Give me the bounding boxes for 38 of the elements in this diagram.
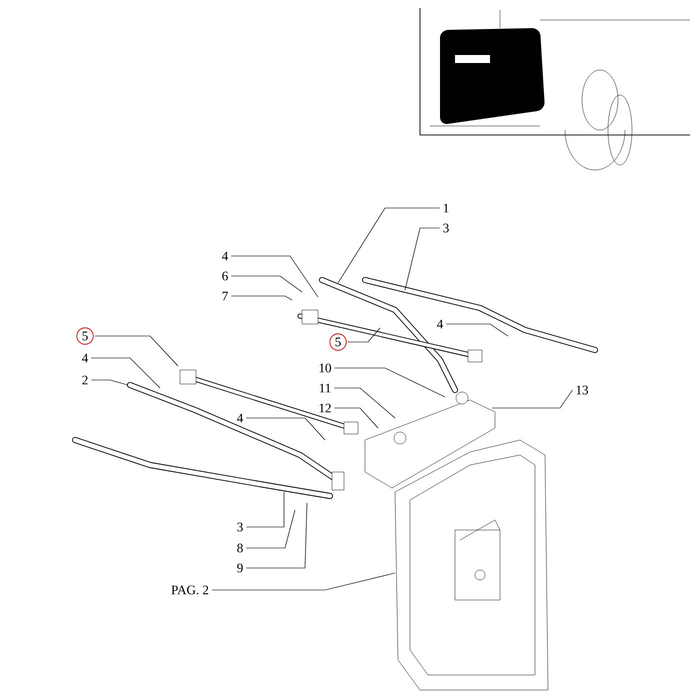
leader-line bbox=[90, 358, 160, 388]
leader-line bbox=[347, 328, 380, 342]
callout-number: 7 bbox=[222, 292, 228, 300]
leader-line bbox=[230, 256, 318, 298]
leader-line bbox=[94, 336, 178, 366]
callout-number: 2 bbox=[82, 376, 88, 384]
callout-number: 12 bbox=[320, 404, 331, 412]
leader-line bbox=[492, 390, 573, 408]
leader-line bbox=[246, 502, 308, 568]
leader-line bbox=[246, 510, 296, 548]
callout-number: 3 bbox=[237, 522, 243, 532]
leader-line bbox=[338, 208, 440, 284]
callout-number: 4 bbox=[222, 252, 228, 260]
leader-line bbox=[334, 408, 378, 428]
callout-number: 4 bbox=[237, 414, 244, 422]
leader-line bbox=[404, 228, 440, 290]
callout-number: 13 bbox=[576, 386, 588, 394]
callout-number: 10 bbox=[320, 364, 332, 372]
callout-number: 8 bbox=[237, 544, 243, 552]
leader-line bbox=[246, 492, 284, 528]
leader-line bbox=[446, 324, 508, 336]
leader-line bbox=[230, 276, 302, 292]
callout-number: 9 bbox=[237, 564, 243, 572]
leader-line bbox=[334, 388, 396, 418]
circled-callout-number: 5 bbox=[329, 333, 347, 351]
callout-number: 3 bbox=[443, 224, 449, 232]
leader-line bbox=[230, 296, 292, 300]
leader-line bbox=[334, 368, 446, 398]
callout-number: 1 bbox=[444, 204, 448, 212]
callout-number: 4 bbox=[82, 354, 88, 362]
callout-number: 4 bbox=[437, 320, 444, 328]
callout-number: 6 bbox=[222, 272, 228, 280]
leader-line bbox=[246, 418, 326, 440]
callout-number: PAG. 2 bbox=[171, 586, 208, 594]
leader-line bbox=[212, 572, 396, 590]
circled-callout-number: 5 bbox=[76, 327, 94, 345]
leader-line bbox=[90, 380, 128, 386]
callout-number: 11 bbox=[320, 384, 330, 392]
